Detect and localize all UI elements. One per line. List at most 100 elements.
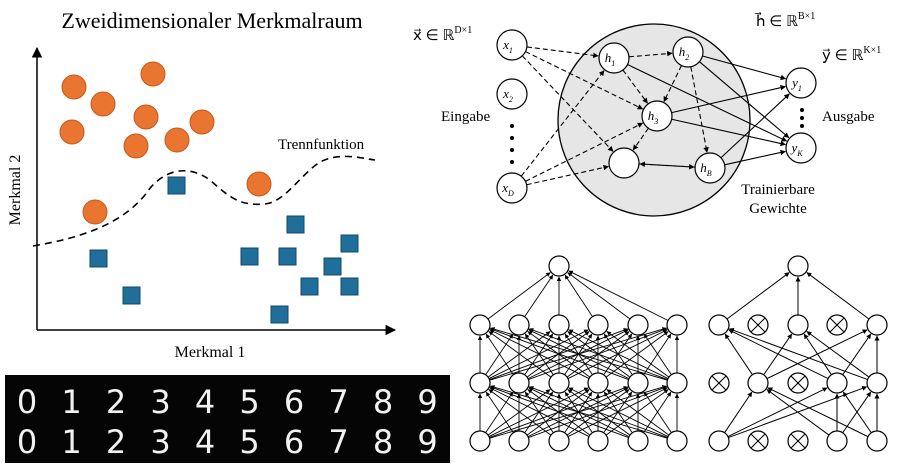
net-edge <box>643 333 672 375</box>
circle-point <box>123 133 149 159</box>
node-hE <box>608 147 640 179</box>
net-edge <box>567 272 631 320</box>
net-edge <box>488 331 552 378</box>
node-label: hB <box>700 160 712 178</box>
net-edge <box>564 333 593 375</box>
net-edge <box>724 391 753 433</box>
network-edge <box>525 122 644 182</box>
net-edge <box>806 272 870 320</box>
input-dim-label: x⃗ ∈ ℝD×1 <box>413 25 472 44</box>
circle-point <box>164 127 190 153</box>
circle-point <box>59 119 85 145</box>
circle-point <box>61 74 87 100</box>
node-h2: h2 <box>672 36 704 68</box>
net-node <box>787 255 809 277</box>
net-node <box>469 372 491 394</box>
dense-network <box>469 255 688 452</box>
circle-point <box>82 199 108 225</box>
net-node <box>866 314 888 336</box>
dropped-node <box>787 372 809 394</box>
digit-glyph: 2 <box>106 423 126 461</box>
net-edge <box>643 391 672 433</box>
net-node <box>469 430 491 452</box>
boundary-label: Trennfunktion <box>278 137 365 153</box>
output-ellipsis <box>800 108 804 128</box>
output-label: Ausgabe <box>822 109 875 125</box>
net-node <box>866 430 888 452</box>
net-node <box>826 372 848 394</box>
node-h3: h3 <box>641 100 673 132</box>
net-edge <box>643 333 672 375</box>
net-edge <box>489 386 629 438</box>
input-label: Eingabe <box>441 109 490 125</box>
network-edge <box>663 65 682 103</box>
node-h1: h1 <box>598 42 630 74</box>
dropped-node <box>826 314 848 336</box>
node-label: yK <box>789 140 803 158</box>
circle-point <box>246 171 272 197</box>
net-edge <box>603 333 633 376</box>
square-point <box>323 257 342 276</box>
net-node <box>627 430 649 452</box>
net-edge <box>524 333 554 376</box>
circle-point <box>140 61 166 87</box>
net-node <box>587 372 609 394</box>
net-edge <box>568 270 669 321</box>
digit-glyph: 5 <box>239 383 259 421</box>
net-node <box>548 314 570 336</box>
scatter-title: Zweidimensionaler Merkmalraum <box>61 8 362 33</box>
digit-glyph: 1 <box>61 383 81 421</box>
net-edge <box>568 329 669 379</box>
net-edge <box>564 391 593 433</box>
net-edge <box>524 391 554 434</box>
dropped-node <box>747 314 769 336</box>
net-edge <box>806 331 870 378</box>
net-edge <box>485 391 514 433</box>
net-node <box>666 430 688 452</box>
net-node <box>587 314 609 336</box>
net-edge <box>568 387 669 437</box>
net-edge <box>606 331 670 378</box>
square-point <box>240 247 259 266</box>
net-edge <box>727 387 828 438</box>
square-point <box>286 215 305 234</box>
net-node <box>747 372 769 394</box>
dense-nodes <box>469 255 688 452</box>
digit-glyph: 4 <box>195 423 215 461</box>
digit-background <box>5 375 450 463</box>
net-edge <box>803 333 832 375</box>
network-diagram: x⃗ ∈ ℝD×1 h⃗ ∈ ℝB×1 y⃗ ∈ ℝK×1 Eingabe Au… <box>413 11 881 217</box>
node-label: h2 <box>679 44 690 62</box>
net-node <box>666 314 688 336</box>
decision-boundary <box>32 155 376 247</box>
input-ellipsis <box>510 124 514 164</box>
net-edge <box>724 333 753 375</box>
node-label: xD <box>501 180 514 198</box>
net-node <box>548 255 570 277</box>
net-node <box>508 314 530 336</box>
square-point <box>340 277 359 296</box>
square-point <box>340 234 359 253</box>
node-label: x2 <box>502 86 513 104</box>
square-point <box>300 277 319 296</box>
net-node <box>708 430 730 452</box>
net-edge <box>728 329 829 380</box>
net-edge <box>726 272 790 320</box>
net-edge <box>842 391 872 434</box>
net-node <box>548 372 570 394</box>
digit-glyph: 7 <box>328 423 348 461</box>
digit-glyph: 6 <box>284 383 304 421</box>
node-label: h1 <box>605 50 616 68</box>
net-edge <box>489 387 590 437</box>
net-edge <box>766 389 830 436</box>
net-node <box>548 430 570 452</box>
network-edge <box>724 149 786 166</box>
net-edge <box>489 328 629 380</box>
square-point <box>167 176 186 195</box>
square-points <box>89 176 359 324</box>
net-edge <box>605 389 669 436</box>
